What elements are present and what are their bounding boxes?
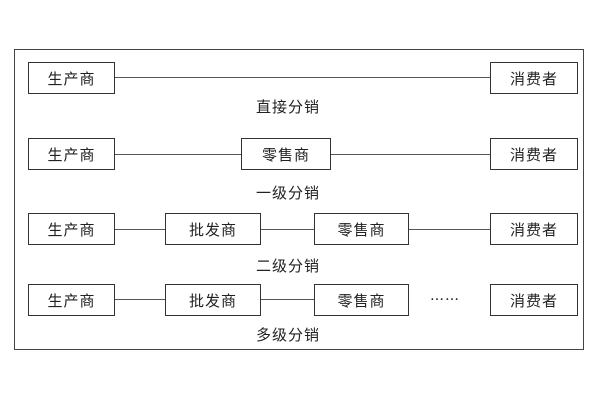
ellipsis-more-levels: …… (430, 288, 460, 304)
caption-multi-level-distribution: 多级分销 (255, 326, 320, 344)
node-producer: 生产商 (28, 284, 115, 316)
node-consumer: 消费者 (490, 213, 578, 245)
node-producer: 生产商 (28, 62, 115, 94)
connector-line (114, 77, 491, 78)
node-consumer: 消费者 (490, 284, 578, 316)
connector-line (260, 229, 315, 230)
node-producer: 生产商 (28, 138, 115, 170)
node-consumer: 消费者 (490, 62, 578, 94)
node-retailer: 零售商 (241, 138, 331, 170)
node-wholesaler: 批发商 (165, 284, 261, 316)
connector-line (114, 229, 166, 230)
connector-line (260, 299, 315, 300)
diagram-frame (14, 49, 584, 350)
connector-line (114, 154, 242, 155)
connector-line (408, 229, 491, 230)
node-wholesaler: 批发商 (165, 213, 261, 245)
caption-two-level-distribution: 二级分销 (255, 257, 320, 275)
connector-line (114, 299, 166, 300)
node-producer: 生产商 (28, 213, 115, 245)
node-retailer: 零售商 (314, 284, 409, 316)
caption-one-level-distribution: 一级分销 (255, 184, 320, 202)
node-consumer: 消费者 (490, 138, 578, 170)
caption-direct-distribution: 直接分销 (255, 98, 320, 116)
connector-line (330, 154, 491, 155)
node-retailer: 零售商 (314, 213, 409, 245)
